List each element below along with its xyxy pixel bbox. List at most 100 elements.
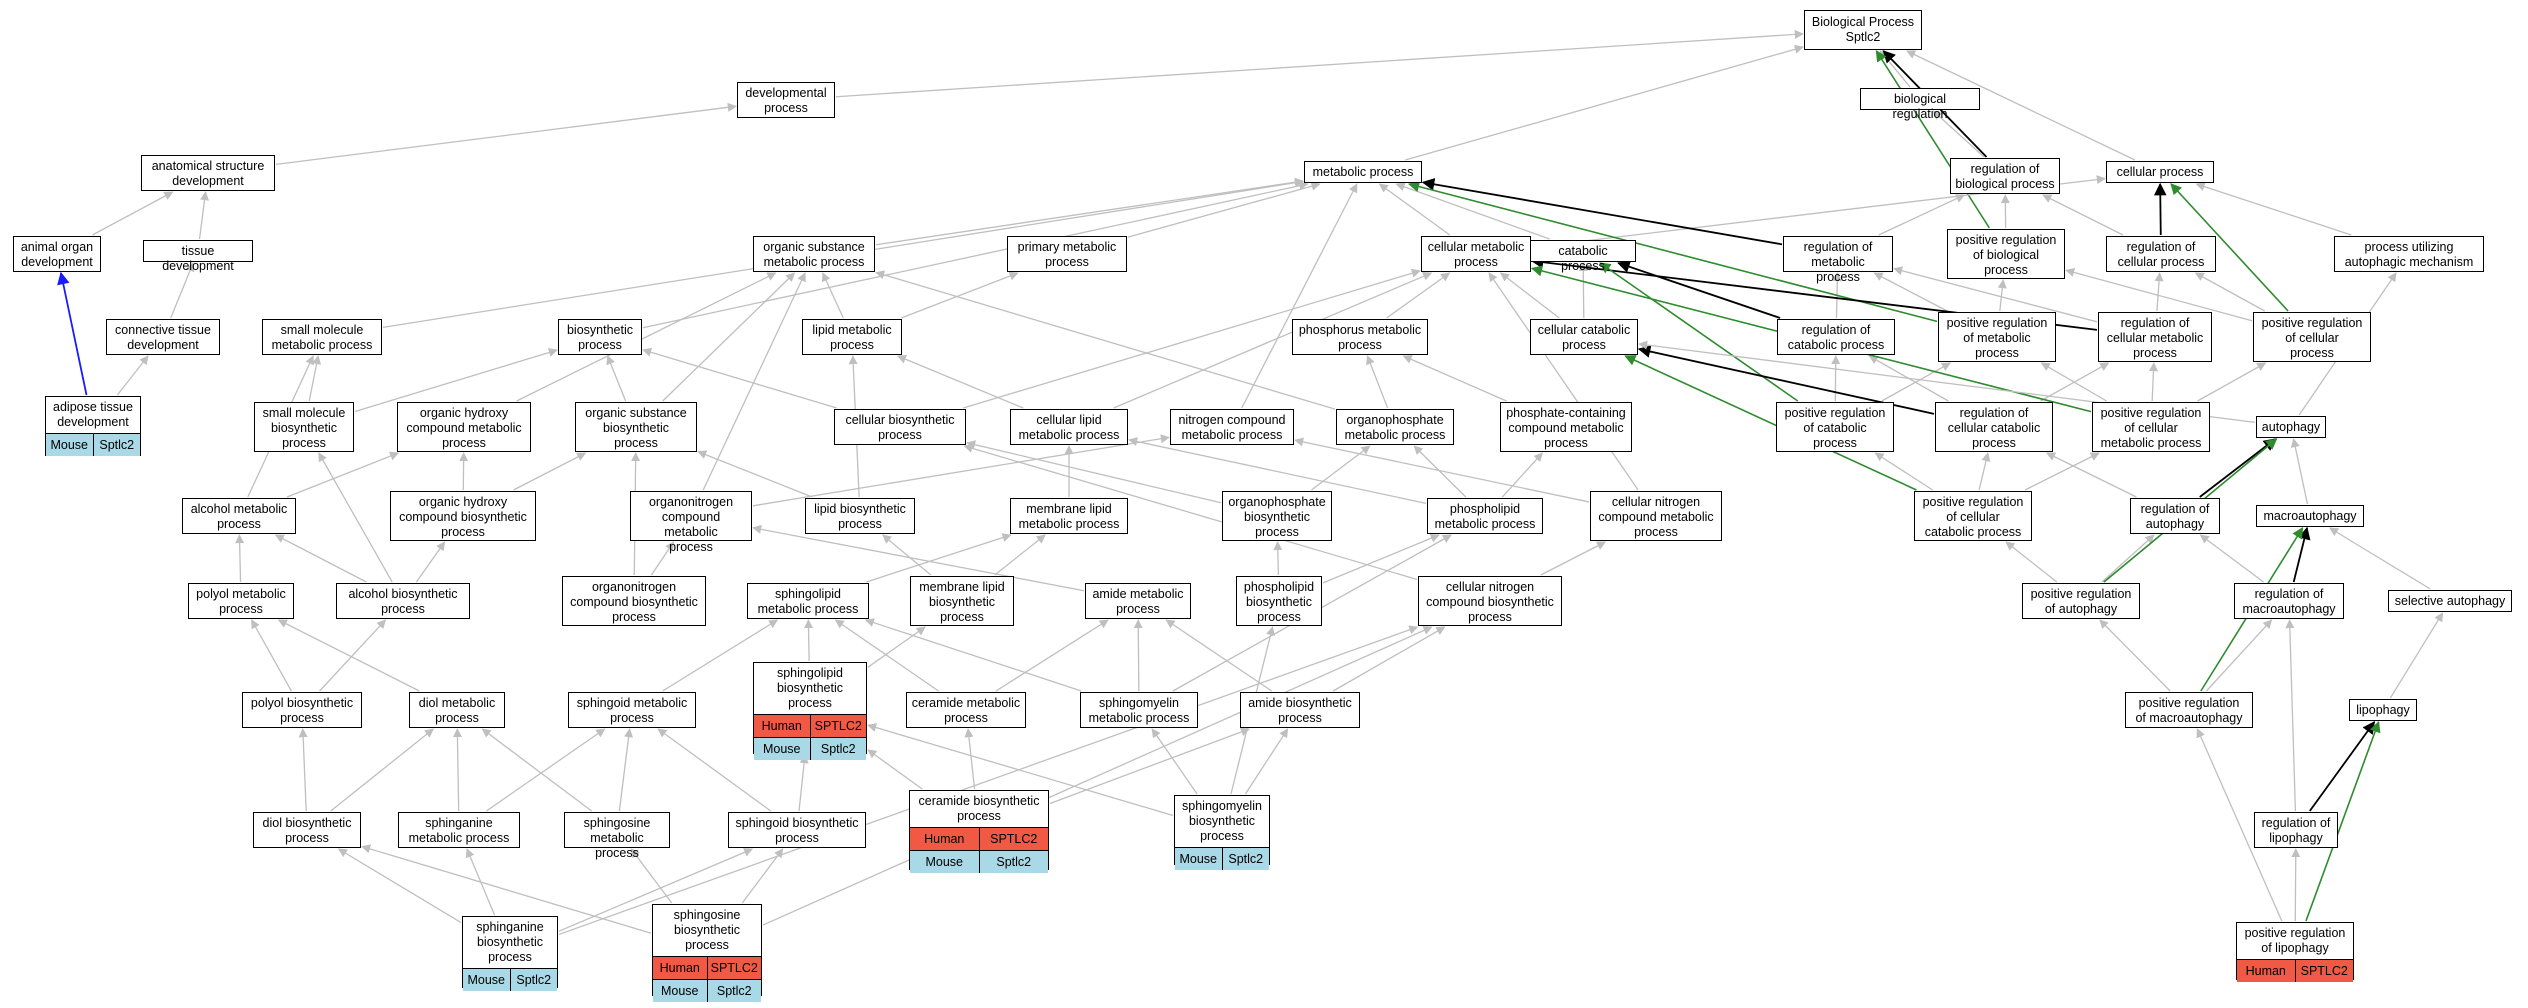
node-cellcatab[interactable]: cellular catabolic process [1530, 319, 1638, 355]
node-polyol[interactable]: polyol metabolic process [188, 583, 294, 619]
node-label: biosynthetic process [566, 323, 633, 352]
node-primary[interactable]: primary metabolic process [1007, 236, 1127, 272]
edge-isa-sphingomyelin-bio-to-amide-bio [1244, 728, 1289, 795]
node-orgnit-bio[interactable]: organonitrogen compound biosynthetic pro… [562, 576, 706, 626]
node-reg-autoph[interactable]: regulation of autophagy [2130, 498, 2220, 534]
node-sphingoid-bio[interactable]: sphingoid biosynthetic process [728, 812, 866, 848]
node-selective[interactable]: selective autophagy [2388, 590, 2512, 612]
node-memlipid-bio[interactable]: membrane lipid biosynthetic process [910, 576, 1014, 626]
node-label: cellular process [2116, 165, 2204, 179]
edge-isa-posreg-cell-to-posreg-bio [2065, 268, 2253, 322]
node-phospholipid[interactable]: phospholipid metabolic process [1427, 498, 1543, 534]
node-macro[interactable]: macroautophagy [2256, 505, 2364, 527]
node-orgnit[interactable]: organonitrogen compound metabolic proces… [630, 491, 752, 554]
node-phospholipid-bio[interactable]: phospholipid biosynthetic process [1236, 576, 1322, 626]
edge-isa-cellcatab-to-cellmet [1500, 272, 1560, 319]
edge-isa-sphingomyelin-bio-to-sphingomyelin [1151, 728, 1198, 795]
node-posreg-bio[interactable]: positive regulation of biological proces… [1947, 229, 2065, 279]
node-lipidbio[interactable]: lipid biosynthetic process [805, 498, 915, 534]
node-bp[interactable]: Biological Process Sptlc2 [1804, 10, 1922, 50]
node-posreg-cellmet[interactable]: positive regulation of cellular metaboli… [2092, 402, 2210, 452]
node-smallmol-bio[interactable]: small molecule biosynthetic process [254, 402, 354, 452]
node-posreg-autoph[interactable]: positive regulation of autophagy [2022, 583, 2140, 619]
node-sphingomyelin[interactable]: sphingomyelin metabolic process [1080, 692, 1198, 728]
node-label: ceramide metabolic process [911, 696, 1021, 725]
species-label: Mouse [50, 438, 89, 452]
node-posreg-cellcatab[interactable]: positive regulation of cellular cataboli… [1914, 491, 2032, 541]
node-alcohol-bio[interactable]: alcohol biosynthetic process [336, 583, 470, 619]
node-reg-macro[interactable]: regulation of macroautophagy [2234, 583, 2344, 619]
node-nitro[interactable]: nitrogen compound metabolic process [1170, 409, 1294, 445]
node-ceramide[interactable]: ceramide metabolic process [906, 692, 1026, 728]
node-biol-reg[interactable]: biological regulation [1860, 88, 1980, 121]
node-lipophagy[interactable]: lipophagy [2349, 699, 2417, 721]
edge-isa-orgsub-bio-to-orgsub [662, 272, 796, 402]
node-reg-cell[interactable]: regulation of cellular process [2106, 236, 2216, 272]
node-celllipid[interactable]: cellular lipid metabolic process [1010, 409, 1128, 445]
node-devproc[interactable]: developmental process [737, 82, 835, 118]
node-orgsub[interactable]: organic substance metabolic process [753, 236, 875, 272]
node-cellbio[interactable]: cellular biosynthetic process [834, 409, 966, 445]
node-alcohol[interactable]: alcohol metabolic process [182, 498, 296, 534]
node-diol[interactable]: diol metabolic process [409, 692, 505, 728]
node-diol-bio[interactable]: diol biosynthetic process [253, 812, 361, 848]
node-orgphos-bio[interactable]: organophosphate biosynthetic process [1222, 491, 1332, 541]
node-sphingolipid[interactable]: sphingolipid metabolic process [747, 583, 869, 619]
node-cellnitro-bio[interactable]: cellular nitrogen compound biosynthetic … [1418, 576, 1562, 626]
node-cellnitro[interactable]: cellular nitrogen compound metabolic pro… [1590, 491, 1722, 541]
node-cellmet[interactable]: cellular metabolic process [1421, 236, 1531, 272]
node-animal[interactable]: animal organ development [13, 236, 101, 272]
node-tissue[interactable]: tissue development [143, 240, 253, 273]
node-phoscont[interactable]: phosphate-containing compound metabolic … [1500, 402, 1632, 452]
node-lipidmet[interactable]: lipid metabolic process [802, 319, 902, 355]
node-cellproc[interactable]: cellular process [2106, 161, 2214, 183]
node-amide-bio[interactable]: amide biosynthetic process [1240, 692, 1360, 728]
node-orgsub-bio[interactable]: organic substance biosynthetic process [575, 402, 697, 452]
node-reg-cellmet[interactable]: regulation of cellular metabolic process [2098, 312, 2212, 362]
gene-label: Sptlc2 [1221, 848, 1270, 870]
node-sphingosine[interactable]: sphingosine metabolic process [564, 812, 670, 860]
node-phosphorus[interactable]: phosphorus metabolic process [1292, 319, 1428, 355]
node-anat[interactable]: anatomical structure development [141, 155, 275, 191]
node-reg-bio[interactable]: regulation of biological process [1950, 158, 2060, 194]
node-biosyn[interactable]: biosynthetic process [558, 319, 642, 355]
edge-isa-tissue-to-anat [198, 191, 210, 240]
node-metab[interactable]: metabolic process [1304, 161, 1422, 183]
node-sphingoid[interactable]: sphingoid metabolic process [568, 692, 696, 728]
node-posreg-catab[interactable]: positive regulation of catabolic process [1776, 402, 1894, 452]
node-reg-lipophagy[interactable]: regulation of lipophagy [2254, 812, 2338, 848]
node-conn[interactable]: connective tissue development [106, 319, 220, 355]
node-reg-catab[interactable]: regulation of catabolic process [1777, 319, 1895, 355]
node-label: regulation of cellular catabolic process [1947, 406, 2041, 450]
node-orghyd[interactable]: organic hydroxy compound metabolic proce… [397, 402, 531, 452]
node-polyol-bio[interactable]: polyol biosynthetic process [242, 692, 362, 728]
node-label: sphingomyelin metabolic process [1088, 696, 1190, 725]
node-autophagy[interactable]: autophagy [2256, 416, 2326, 438]
edge-isa-cellnitro-bio-to-cellbio [963, 443, 1418, 581]
node-posreg-macro[interactable]: positive regulation of macroautophagy [2125, 692, 2253, 728]
edge-isa-amide-to-orgnit [752, 524, 1085, 592]
node-smallmol[interactable]: small molecule metabolic process [262, 319, 382, 355]
node-amide[interactable]: amide metabolic process [1085, 583, 1191, 619]
node-posreg-cell[interactable]: positive regulation of cellular process [2253, 312, 2371, 362]
node-posreg-met[interactable]: positive regulation of metabolic process [1938, 312, 2056, 362]
node-label: cellular nitrogen compound metabolic pro… [1598, 495, 1714, 539]
node-sphinganine[interactable]: sphinganine metabolic process [398, 812, 520, 848]
node-orgphos[interactable]: organophosphate metabolic process [1336, 409, 1454, 445]
node-reg-cellcatab[interactable]: regulation of cellular catabolic process [1935, 402, 2053, 452]
edge-reg-reg-macro-to-macro [2292, 526, 2311, 583]
node-memlipid[interactable]: membrane lipid metabolic process [1010, 498, 1128, 534]
node-orghyd-bio[interactable]: organic hydroxy compound biosynthetic pr… [390, 491, 536, 541]
node-reg-met[interactable]: regulation of metabolic process [1783, 236, 1893, 284]
node-catab[interactable]: catabolic process [1530, 240, 1636, 273]
edge-isa-orghyd-bio-to-orgsub-bio [513, 452, 587, 491]
node-autoph-mech[interactable]: process utilizing autophagic mechanism [2334, 236, 2484, 272]
